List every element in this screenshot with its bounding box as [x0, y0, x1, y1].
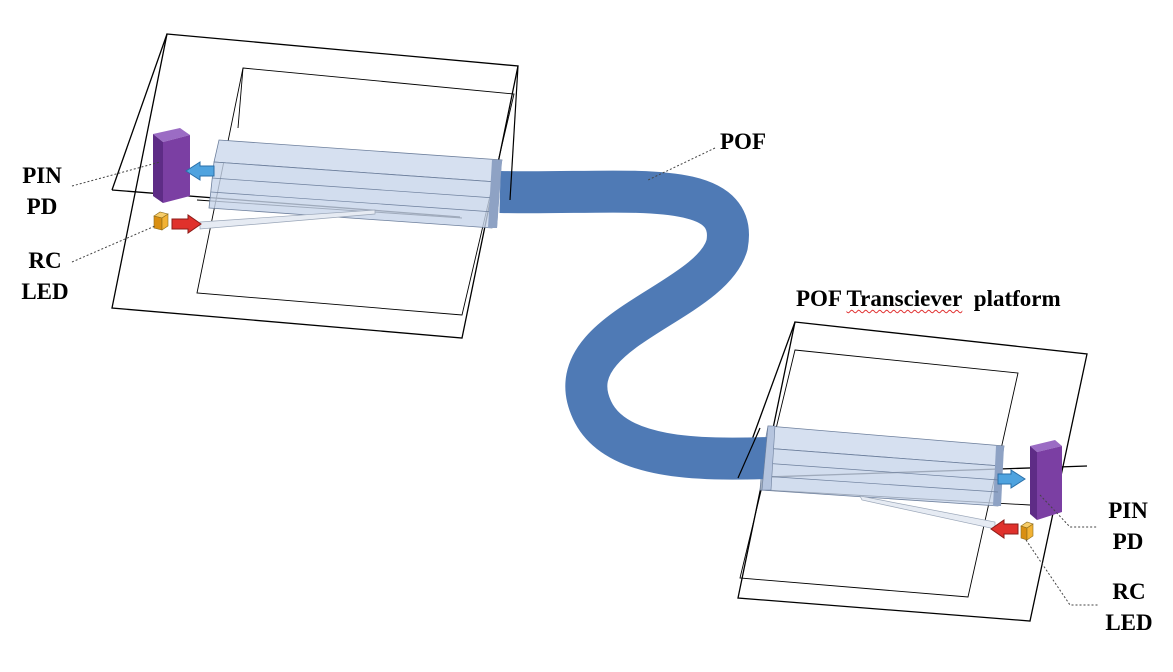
- right-led-leader-line: [1025, 539, 1098, 606]
- right-waveguide-core: [761, 475, 999, 493]
- right-pin-photodiode: [1030, 440, 1062, 520]
- left-outer-box-top: [111, 33, 519, 339]
- left-waveguide-core: [210, 191, 495, 213]
- platform-label-word: Transciever: [846, 286, 963, 311]
- platform-label-word: platform: [973, 286, 1061, 311]
- left-pin-photodiode: [153, 128, 190, 203]
- right-pin-pd-line: PD: [1112, 529, 1144, 555]
- leader-lines: [71, 147, 1098, 606]
- right-pin-pd-label: PIN PD: [1104, 495, 1152, 557]
- left-waveguide-core: [211, 177, 496, 199]
- right-rc-led-line: LED: [1105, 610, 1153, 636]
- right-pin-pd-line: PIN: [1108, 498, 1148, 523]
- left-rc-led-line: LED: [21, 279, 69, 305]
- left-inner-box: [196, 67, 515, 316]
- left-pin-pd-line: PIN: [22, 163, 62, 188]
- right-outer-box-edge-front: [737, 427, 761, 479]
- left-waveguide-end-cap: [488, 160, 502, 228]
- pof-leader-line: [647, 147, 716, 181]
- right-rc-led: [1020, 521, 1034, 541]
- left-pd-leader-line: [71, 161, 161, 187]
- right-receive-arrow-icon: [997, 469, 1026, 489]
- platform-label: POF Transciever platform: [796, 283, 1061, 314]
- right-rc-led-line: RC: [1112, 579, 1146, 604]
- left-pin-pd-label: PIN PD: [18, 160, 66, 222]
- pof-label: POF: [720, 129, 766, 154]
- left-inner-box-edge: [237, 67, 244, 129]
- right-waveguide-start-cap: [761, 425, 776, 491]
- right-waveguide: [759, 425, 1005, 507]
- pof-fiber: [499, 170, 769, 480]
- right-inner-box: [739, 349, 1019, 598]
- left-rc-led-label: RC LED: [18, 245, 72, 307]
- left-rc-led: [153, 211, 169, 231]
- right-rc-led-label: RC LED: [1102, 576, 1156, 638]
- right-emit-arrow-icon: [990, 519, 1019, 539]
- left-led-guide: [199, 209, 376, 230]
- left-emit-arrow-icon: [171, 214, 202, 234]
- left-receive-arrow-icon: [185, 161, 215, 181]
- left-rc-led-line: RC: [28, 248, 62, 273]
- left-outer-box-edge: [111, 33, 168, 191]
- left-led-leader-line: [71, 225, 156, 263]
- left-outer-box-edge-front: [509, 65, 519, 201]
- right-waveguide-core: [762, 462, 1000, 481]
- left-pin-pd-line: PD: [26, 194, 58, 220]
- platform-label-word: POF: [796, 286, 842, 311]
